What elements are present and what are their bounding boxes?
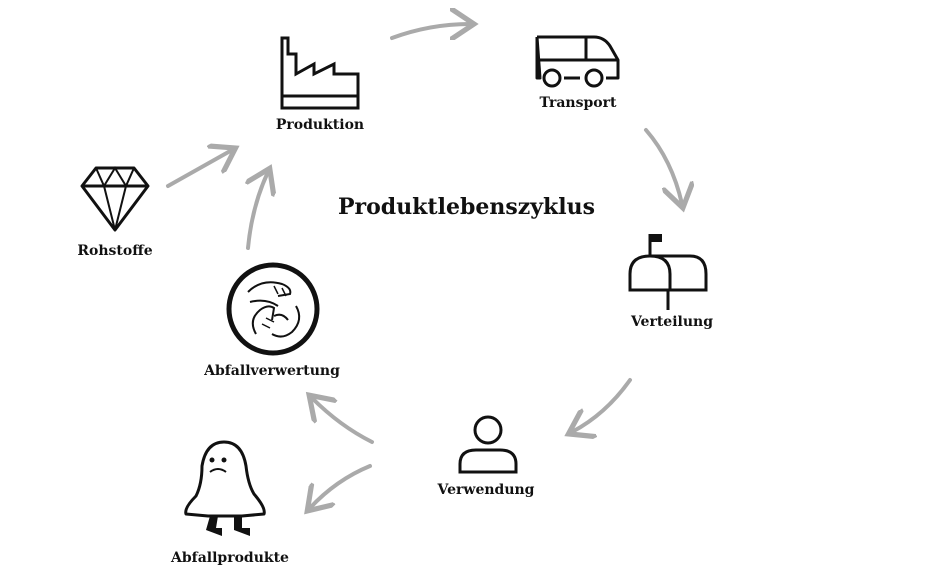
- edge-transport-verteilung: [644, 128, 682, 204]
- edge-verwendung-abfallprodukte: [310, 464, 372, 508]
- diagram-title: Produktlebenszyklus: [338, 194, 595, 220]
- ghost-icon: [184, 440, 266, 536]
- node-label-abfallverwertung: Abfallverwertung: [204, 363, 340, 379]
- edge-abfallverwertung-produktion: [248, 172, 268, 250]
- node-label-abfallprodukte: Abfallprodukte: [171, 550, 289, 566]
- edge-verwendung-abfallverwertung: [312, 398, 374, 444]
- node-label-verwendung: Verwendung: [437, 482, 535, 498]
- edge-verteilung-verwendung: [572, 378, 632, 432]
- user-icon: [458, 415, 518, 474]
- recycling-hands-icon: [226, 262, 320, 356]
- node-label-verteilung: Verteilung: [630, 314, 714, 330]
- node-label-transport: Transport: [539, 95, 617, 111]
- node-label-rohstoffe: Rohstoffe: [77, 243, 153, 259]
- van-icon: [535, 35, 620, 88]
- mailbox-icon: [628, 234, 708, 310]
- edge-produktion-transport: [390, 24, 470, 38]
- diamond-icon: [80, 166, 150, 232]
- factory-icon: [280, 36, 360, 110]
- edge-rohstoffe-produktion: [166, 150, 232, 188]
- node-label-produktion: Produktion: [275, 117, 365, 133]
